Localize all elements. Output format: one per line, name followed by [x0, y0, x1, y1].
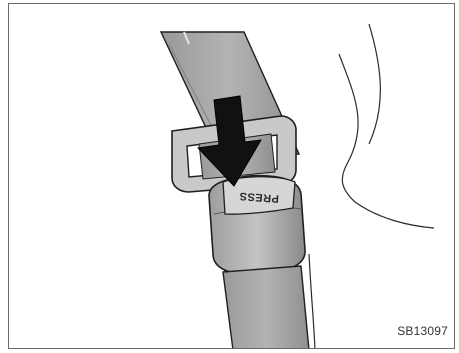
illustration-frame: PRESS SB13097: [8, 3, 455, 349]
figure-reference-code: SB13097: [397, 324, 448, 338]
seatbelt-release-illustration: PRESS: [9, 4, 455, 349]
